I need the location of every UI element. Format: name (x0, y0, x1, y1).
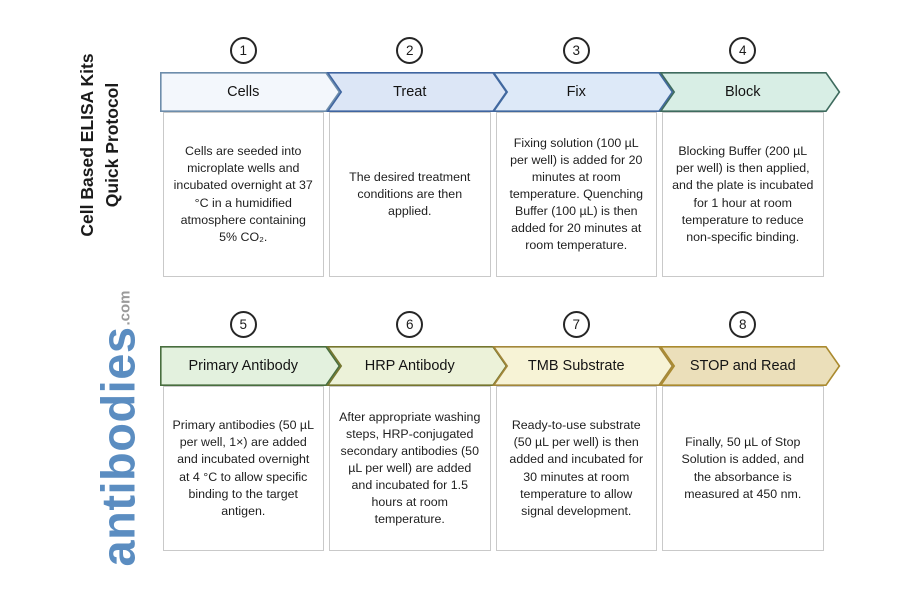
step-number-badge: 6 (396, 311, 424, 338)
step-number: 7 (572, 317, 580, 332)
step-arrow: TMB Substrate (492, 346, 674, 387)
step-arrow: Block (658, 72, 840, 113)
step-description-box: Primary antibodies (50 µL per well, 1×) … (162, 386, 324, 551)
title-line-1: Cell Based ELISA Kits (76, 53, 97, 237)
flow-arrow (658, 346, 840, 387)
step-description-text: Fixing solution (100 µL per well) is add… (509, 135, 644, 253)
step-label: STOP and Read (689, 358, 796, 374)
step-number-badge: 1 (229, 37, 257, 64)
step-description-text: Cells are seeded into microplate wells a… (173, 144, 313, 244)
step-description-box: After appropriate washing steps, HRP-con… (329, 386, 491, 551)
step-number-cell: 7 (493, 311, 660, 338)
step-label: TMB Substrate (527, 358, 625, 374)
step-number: 6 (405, 317, 414, 332)
flow-arrow-start (160, 346, 341, 387)
step-number-cell: 8 (660, 311, 827, 338)
step-arrow-row: Cells Treat Fix Block (160, 72, 840, 113)
step-number-cell: 1 (160, 37, 327, 64)
step-number: 8 (738, 317, 747, 332)
step-label: Cells (227, 84, 260, 100)
step-description-text: The desired treatment conditions are the… (349, 169, 471, 219)
step-number-cell: 3 (493, 37, 660, 64)
step-number: 2 (405, 43, 414, 58)
step-number-cell: 4 (660, 37, 827, 64)
flow-arrow-start (160, 72, 341, 113)
step-label: Fix (566, 84, 586, 100)
step-number: 5 (239, 317, 247, 332)
flow-arrow (492, 346, 674, 387)
step-number-badge: 7 (562, 311, 590, 338)
flow-arrow (492, 72, 674, 113)
page-title: Cell Based ELISA Kits Quick Protocol (60, 5, 140, 285)
step-number-badge: 2 (396, 37, 424, 64)
step-number-badge: 8 (729, 311, 757, 338)
flow-arrow (325, 72, 507, 113)
step-arrow: Treat (325, 72, 507, 113)
title-line-2: Quick Protocol (102, 82, 122, 208)
step-description-text: Ready-to-use substrate (50 µL per well) … (509, 418, 644, 518)
step-number-row: 1 2 3 4 (160, 37, 826, 64)
step-description-box: Finally, 50 µL of Stop Solution is added… (662, 386, 824, 551)
step-number-cell: 2 (327, 37, 494, 64)
step-description-box: Cells are seeded into microplate wells a… (162, 112, 324, 277)
step-description-box: Ready-to-use substrate (50 µL per well) … (495, 386, 657, 551)
step-arrow: Primary Antibody (160, 346, 341, 387)
step-number-badge: 5 (229, 311, 257, 338)
brand-logo-tld: .com (116, 290, 134, 326)
step-number-badge: 3 (562, 37, 590, 64)
step-number: 1 (239, 43, 247, 58)
step-description-text: After appropriate washing steps, HRP-con… (339, 409, 481, 527)
step-number-row: 5 6 7 8 (160, 311, 826, 338)
step-label: Treat (393, 84, 427, 100)
step-description-row: Cells are seeded into microplate wells a… (160, 112, 826, 277)
step-number: 4 (738, 43, 747, 58)
brand-logo-name: antibodies (91, 326, 145, 567)
flow-arrow (658, 72, 840, 113)
brand-logo: antibodies .com (53, 284, 145, 574)
flow-arrow (325, 346, 507, 387)
step-description-box: Fixing solution (100 µL per well) is add… (495, 112, 657, 277)
step-description-box: The desired treatment conditions are the… (329, 112, 491, 277)
step-label: HRP Antibody (364, 358, 455, 374)
step-description-box: Blocking Buffer (200 µL per well) is the… (662, 112, 824, 277)
step-description-text: Primary antibodies (50 µL per well, 1×) … (172, 418, 314, 518)
step-description-text: Blocking Buffer (200 µL per well) is the… (672, 144, 814, 244)
step-label: Primary Antibody (188, 358, 299, 374)
step-description-text: Finally, 50 µL of Stop Solution is added… (681, 435, 805, 501)
step-description-row: Primary antibodies (50 µL per well, 1×) … (160, 386, 826, 551)
step-label: Block (725, 84, 761, 100)
step-arrow: Fix (492, 72, 674, 113)
step-number-cell: 5 (160, 311, 327, 338)
step-arrow: STOP and Read (658, 346, 840, 387)
step-arrow: Cells (160, 72, 341, 113)
step-arrow-row: Primary Antibody HRP Antibody TMB Substrat… (160, 346, 840, 387)
step-number-cell: 6 (327, 311, 494, 338)
step-number: 3 (572, 43, 580, 58)
step-number-badge: 4 (729, 37, 757, 64)
step-arrow: HRP Antibody (325, 346, 507, 387)
